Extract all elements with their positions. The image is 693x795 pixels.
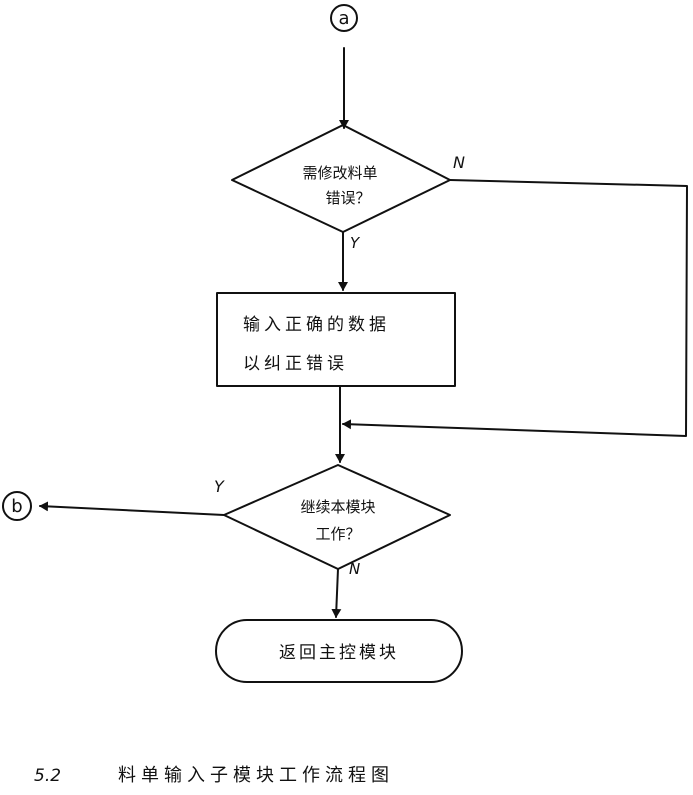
decision1-line2: 错误？ (325, 189, 370, 207)
process1-line1: 输入正确的数据 (243, 315, 390, 335)
terminal-label: 返回主控模块 (279, 643, 399, 663)
process-input-correct-data: 输入正确的数据 以纠正错误 (216, 292, 456, 387)
no-branch-line (342, 179, 688, 437)
decision-edit-error: 需修改料单 错误？ (231, 124, 451, 233)
caption-text: 料单输入子模块工作流程图 (118, 765, 394, 786)
decision2-line2: 工作？ (315, 525, 360, 543)
decision2-no-label: N (349, 560, 360, 578)
decision1-line1: 需修改料单 (302, 164, 377, 182)
process1-line2: 以纠正错误 (243, 354, 348, 374)
decision-continue-module: 继续本模块 工作？ (223, 464, 451, 570)
terminal-return-main: 返回主控模块 (215, 619, 463, 683)
connector-a: a (330, 4, 358, 32)
connector-b-label: b (11, 496, 22, 517)
connector-b: b (2, 491, 32, 521)
decision2-yes-label: Y (214, 477, 225, 496)
decision1-no-label: N (453, 153, 465, 172)
flow-arrow-decision2-to-terminal (331, 568, 342, 618)
yes-branch-to-b (39, 501, 225, 516)
caption-number: 5.2 (34, 766, 61, 786)
connector-a-label: a (338, 8, 349, 29)
decision2-line1: 继续本模块 (300, 498, 375, 516)
decision1-yes-label: Y (350, 234, 361, 252)
